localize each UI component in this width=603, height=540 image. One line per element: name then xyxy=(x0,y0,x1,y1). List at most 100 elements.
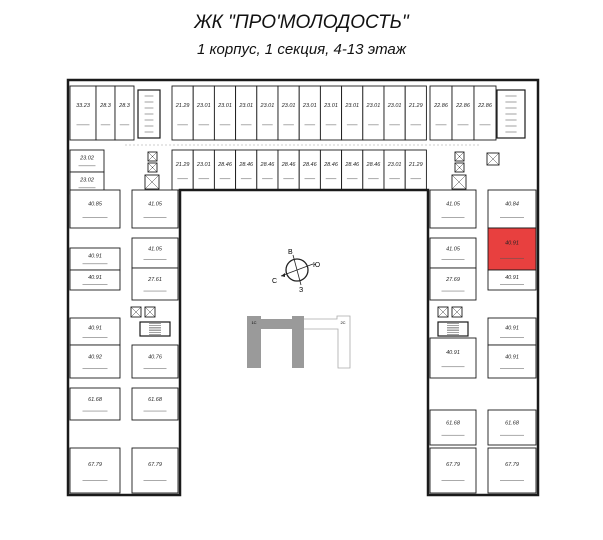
unit-area: 41.05 xyxy=(148,201,163,207)
unit-area: 23.01 xyxy=(196,103,211,109)
apartment-unit[interactable]: 41.05 xyxy=(429,237,477,269)
apartment-unit[interactable]: 28.3 xyxy=(114,85,135,141)
apartment-unit[interactable]: 28.46 xyxy=(235,149,258,191)
unit-outline xyxy=(171,85,194,141)
apartment-unit[interactable]: 23.01 xyxy=(383,85,406,141)
unit-area: 21.29 xyxy=(175,162,190,168)
apartment-unit[interactable]: 67.79 xyxy=(487,447,537,494)
elevator-icon xyxy=(147,162,158,173)
unit-outline xyxy=(429,267,477,301)
apartment-unit[interactable]: 41.05 xyxy=(429,189,477,229)
apartment-unit[interactable]: 28.46 xyxy=(341,149,364,191)
apartment-unit[interactable]: 23.01 xyxy=(277,85,300,141)
apartment-unit[interactable]: 23.02 xyxy=(69,149,105,173)
apartment-unit[interactable]: 28.46 xyxy=(319,149,343,191)
apartment-unit[interactable]: 21.29 xyxy=(171,85,194,141)
compass-circle xyxy=(285,258,309,282)
apartment-unit[interactable]: 40.91 xyxy=(487,344,537,379)
apartment-unit[interactable]: 22.86 xyxy=(473,85,497,141)
apartment-unit[interactable]: 23.01 xyxy=(213,85,237,141)
apartment-unit[interactable]: 67.79 xyxy=(69,447,121,494)
unit-outline xyxy=(298,149,321,191)
apartment-unit[interactable]: 40.91 xyxy=(69,269,121,291)
apartment-unit[interactable]: 67.79 xyxy=(429,447,477,494)
unit-area: 40.91 xyxy=(505,325,519,331)
apartment-unit[interactable]: 28.46 xyxy=(256,149,279,191)
apartment-unit[interactable]: 40.85 xyxy=(69,189,121,229)
unit-area: 21.29 xyxy=(408,162,423,168)
apartment-unit[interactable]: 23.01 xyxy=(192,85,215,141)
unit-area: 40.92 xyxy=(88,355,102,361)
unit-outline xyxy=(69,344,121,379)
apartment-unit[interactable]: 28.46 xyxy=(298,149,321,191)
apartment-unit[interactable]: 27.69 xyxy=(429,267,477,301)
unit-outline xyxy=(69,189,121,229)
unit-outline xyxy=(487,269,537,291)
elevator-icon xyxy=(486,152,500,166)
apartment-unit[interactable]: 23.01 xyxy=(298,85,321,141)
unit-area: 67.79 xyxy=(88,462,102,468)
apartment-unit[interactable]: 33.23 xyxy=(69,85,97,141)
apartment-unit[interactable]: 41.05 xyxy=(131,237,179,269)
unit-outline xyxy=(341,85,364,141)
apartment-unit[interactable]: 61.68 xyxy=(131,387,179,421)
unit-area: 40.91 xyxy=(446,350,460,356)
apartment-unit[interactable]: 28.46 xyxy=(277,149,300,191)
unit-outline xyxy=(383,149,406,191)
apartment-unit[interactable]: 21.29 xyxy=(404,85,427,141)
apartment-unit[interactable]: 22.86 xyxy=(429,85,453,141)
apartment-unit[interactable]: 61.68 xyxy=(429,409,477,446)
apartment-unit[interactable]: 23.01 xyxy=(192,149,215,191)
unit-outline xyxy=(383,85,406,141)
unit-area: 40.91 xyxy=(505,275,519,281)
apartment-unit[interactable]: 40.91 xyxy=(487,317,537,346)
unit-area: 67.79 xyxy=(148,462,162,468)
apartment-unit[interactable]: 67.79 xyxy=(131,447,179,494)
apartment-unit[interactable]: 61.68 xyxy=(69,387,121,421)
unit-outline xyxy=(256,149,279,191)
unit-outline xyxy=(256,85,279,141)
unit-area: 28.46 xyxy=(323,162,339,168)
unit-outline xyxy=(319,85,343,141)
apartment-unit[interactable]: 61.68 xyxy=(487,409,537,446)
unit-outline xyxy=(487,409,537,446)
apartment-unit[interactable]: 23.01 xyxy=(362,85,385,141)
apartment-unit[interactable]: 28.46 xyxy=(362,149,385,191)
apartment-unit[interactable]: 22.86 xyxy=(451,85,475,141)
apartment-unit[interactable]: 23.01 xyxy=(341,85,364,141)
apartment-unit[interactable]: 23.01 xyxy=(383,149,406,191)
elevator-icon xyxy=(454,162,465,173)
apartment-unit[interactable]: 21.29 xyxy=(171,149,194,191)
apartment-unit[interactable]: 40.91 xyxy=(69,247,121,271)
apartment-unit[interactable]: 40.91 xyxy=(487,227,537,271)
unit-outline xyxy=(298,85,321,141)
unit-area: 23.01 xyxy=(281,103,296,109)
apartment-unit[interactable]: 27.61 xyxy=(131,267,179,301)
unit-outline xyxy=(429,447,477,494)
unit-area: 23.02 xyxy=(79,156,94,162)
unit-outline xyxy=(192,85,215,141)
apartment-unit[interactable]: 28.46 xyxy=(213,149,237,191)
apartment-unit[interactable]: 40.91 xyxy=(69,317,121,346)
unit-area: 28.46 xyxy=(260,162,276,168)
apartment-unit[interactable]: 41.05 xyxy=(131,189,179,229)
unit-area: 23.01 xyxy=(217,103,232,109)
unit-outline xyxy=(277,85,300,141)
apartment-unit[interactable]: 40.91 xyxy=(429,337,477,379)
apartment-unit[interactable]: 40.76 xyxy=(131,344,179,379)
apartment-unit[interactable]: 40.84 xyxy=(487,189,537,229)
unit-outline xyxy=(487,447,537,494)
apartment-unit[interactable]: 21.29 xyxy=(404,149,427,191)
apartment-unit[interactable]: 40.92 xyxy=(69,344,121,379)
apartment-unit[interactable]: 23.01 xyxy=(235,85,258,141)
elevator-icon xyxy=(437,306,449,318)
apartment-unit[interactable]: 28.3 xyxy=(95,85,116,141)
apartment-unit[interactable]: 23.01 xyxy=(256,85,279,141)
unit-outline xyxy=(341,149,364,191)
apartment-unit[interactable]: 40.91 xyxy=(487,269,537,291)
unit-area: 41.05 xyxy=(148,247,163,253)
apartment-unit[interactable]: 23.01 xyxy=(319,85,343,141)
section-2-outline xyxy=(304,315,351,369)
unit-area: 27.69 xyxy=(445,277,460,283)
